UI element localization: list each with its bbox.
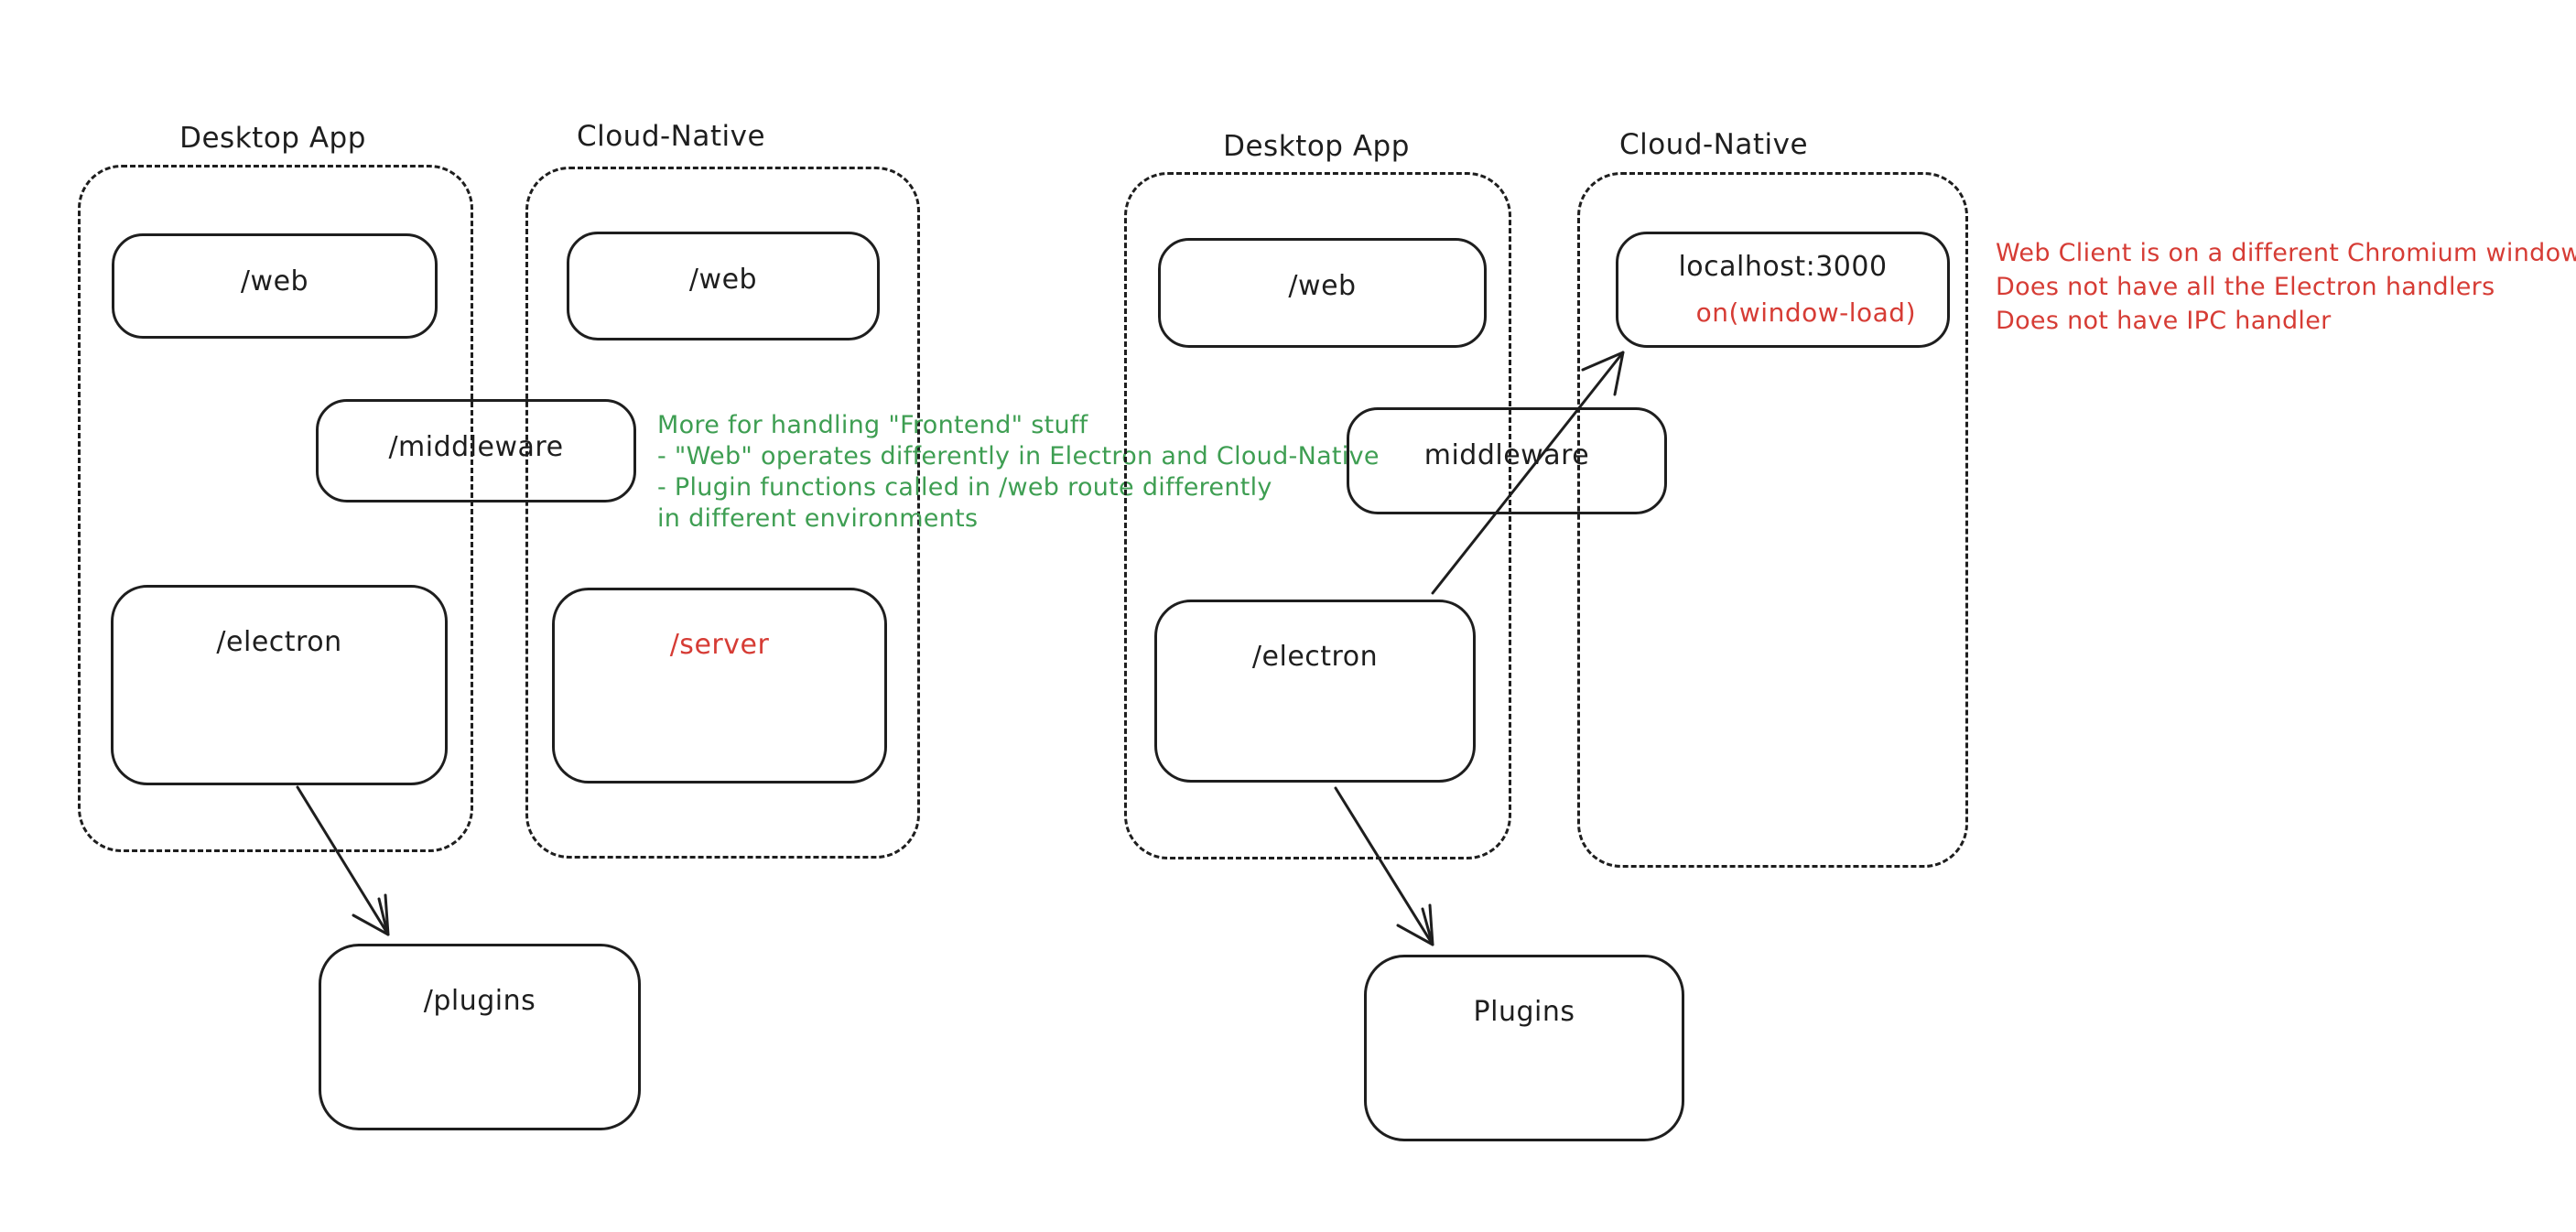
right-electron-label: /electron xyxy=(1251,641,1379,673)
green-annotation-line-1: More for handling "Frontend" stuff xyxy=(657,411,1088,439)
left-middleware-node[interactable]: /middleware xyxy=(316,399,636,503)
red-annotation-line-1: Web Client is on a different Chromium wi… xyxy=(1996,239,2576,267)
red-annotation-line-2: Does not have all the Electron handlers xyxy=(1996,273,2495,301)
right-middleware-label: middleware xyxy=(1423,439,1590,471)
green-annotation[interactable]: More for handling "Frontend" stuff - "We… xyxy=(657,410,1380,535)
left-server-node[interactable]: /server xyxy=(552,588,887,784)
red-annotation[interactable]: Web Client is on a different Chromium wi… xyxy=(1996,236,2576,338)
right-plugins-label: Plugins xyxy=(1473,996,1575,1028)
left-middleware-label: /middleware xyxy=(388,431,564,463)
left-plugins-node[interactable]: /plugins xyxy=(319,944,641,1130)
left-electron-node[interactable]: /electron xyxy=(111,585,448,785)
localhost-title-label: localhost:3000 xyxy=(1678,251,1888,283)
right-middleware-node[interactable]: middleware xyxy=(1347,407,1667,514)
green-annotation-line-2: - "Web" operates differently in Electron… xyxy=(657,442,1380,470)
green-annotation-line-3: - Plugin functions called in /web route … xyxy=(657,473,1272,502)
left-server-label: /server xyxy=(669,629,770,661)
right-electron-node[interactable]: /electron xyxy=(1154,600,1476,783)
left-plugins-label: /plugins xyxy=(423,985,536,1017)
left-cloud-native-zone[interactable] xyxy=(525,167,920,859)
right-cloud-native-zone-label[interactable]: Cloud-Native xyxy=(1618,128,1809,161)
green-annotation-line-4: in different environments xyxy=(657,504,979,533)
right-web-node[interactable]: /web xyxy=(1158,238,1487,348)
right-web-label: /web xyxy=(1288,270,1357,302)
left-desktop-app-zone-label[interactable]: Desktop App xyxy=(179,122,366,155)
left-web-cloud-node[interactable]: /web xyxy=(567,232,880,340)
left-electron-label: /electron xyxy=(216,626,342,658)
window-load-event-label: on(window-load) xyxy=(1695,297,1916,328)
left-cloud-native-zone-label[interactable]: Cloud-Native xyxy=(576,120,766,153)
right-plugins-node[interactable]: Plugins xyxy=(1364,955,1684,1141)
left-web-desktop-node[interactable]: /web xyxy=(112,233,438,339)
left-desktop-app-zone[interactable] xyxy=(78,165,473,852)
right-localhost-node[interactable]: localhost:3000 on(window-load) xyxy=(1616,232,1950,348)
left-web-desktop-label: /web xyxy=(240,265,309,297)
red-annotation-line-3: Does not have IPC handler xyxy=(1996,307,2332,335)
left-web-cloud-label: /web xyxy=(688,264,758,296)
right-desktop-app-zone-label[interactable]: Desktop App xyxy=(1223,130,1410,163)
